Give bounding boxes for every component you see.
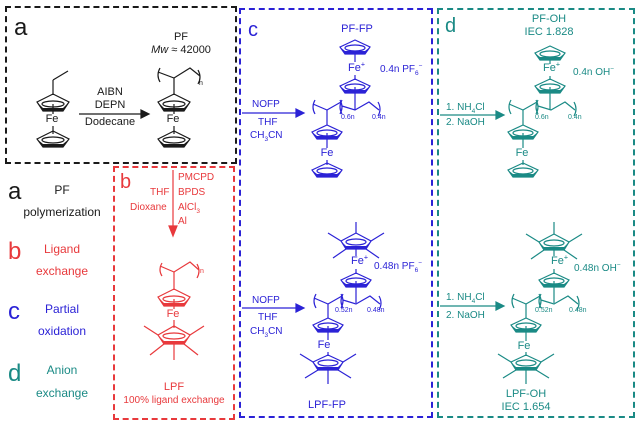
panel-c-top-reagent-2: THF: [258, 117, 278, 128]
panel-b-reagent-right-4: Al: [178, 216, 187, 227]
panel-d-top-reagent-1: 1. NH4Cl: [446, 102, 485, 115]
panel-d-top-fe: Fe: [515, 147, 529, 159]
panel-b-repeat-n: n: [200, 268, 204, 275]
legend-a-line2: polymerization: [23, 205, 101, 219]
panel-c-top-reagent-1: NOFP: [252, 99, 280, 110]
panel-c-bottom-fraction-2: 0.48n: [367, 307, 385, 314]
panel-d-letter: d: [445, 15, 457, 37]
legend-b-line2: exchange: [35, 264, 89, 278]
legend-letter-b: b: [8, 238, 22, 265]
panel-c-letter: c: [248, 19, 258, 41]
panel-d-top-fraction-1: 0.6n: [535, 114, 549, 121]
mw-value: ≈ 42000: [171, 44, 211, 56]
panel-d-top-counterion: 0.4n OH−: [573, 65, 615, 78]
panel-c-top-reagent-3: CH3CN: [250, 130, 283, 143]
panel-a-product-name: PF: [173, 31, 189, 43]
panel-d-bottom-reagent-1: 1. NH4Cl: [446, 292, 485, 305]
lpf-oh-molecule: [497, 222, 583, 384]
panel-c-bottom-fe-plus: Fe+: [351, 253, 369, 267]
panel-a-box: [5, 6, 237, 164]
panel-c-box: [239, 8, 433, 418]
panel-b-fe: Fe: [166, 308, 180, 320]
panel-d-top-fe-plus: Fe+: [543, 60, 561, 74]
pf-oh-molecule: [507, 45, 577, 178]
panel-c-top-counterion: 0.4n PF6−: [380, 62, 423, 77]
panel-a-letter: a: [14, 14, 28, 41]
mw-label: Mw: [151, 44, 169, 56]
panel-c-bottom-reagent-2: THF: [258, 312, 278, 323]
panel-a-fe-left: Fe: [45, 113, 59, 125]
panel-d-bottom-counterion: 0.48n OH−: [574, 261, 621, 274]
panel-d-top-reagent-2: 2. NaOH: [446, 117, 485, 128]
panel-c-top-fraction-1: 0.6n: [341, 114, 355, 121]
panel-c-top-fe-plus: Fe+: [348, 60, 366, 74]
panel-b-reagent-right-2: BPDS: [178, 187, 206, 198]
panel-d-bottom-product: LPF-OH: [505, 388, 547, 400]
legend-b-line1: Ligand: [43, 242, 81, 256]
panel-c-top-fe: Fe: [320, 147, 334, 159]
legend-d-line2: exchange: [35, 386, 89, 400]
panel-a-reagent-2: DEPN: [94, 99, 126, 111]
panel-a-reagent-3: Dodecane: [84, 116, 136, 128]
legend-d-line1: Anion: [46, 363, 78, 377]
panel-d-box: [437, 8, 635, 418]
panel-c-bottom-fe: Fe: [317, 339, 331, 351]
panel-c-bottom-fraction-1: 0.52n: [335, 307, 353, 314]
panel-b-letter: b: [120, 171, 132, 193]
legend-c-line1: Partial: [44, 302, 80, 316]
panel-b-box: [113, 166, 235, 420]
panel-a-fe-right: Fe: [166, 113, 180, 125]
legend-a-line1: PF: [54, 183, 70, 197]
panel-d-bottom-iec: IEC 1.654: [501, 401, 551, 413]
legend-letter-a: a: [8, 178, 22, 205]
panel-d-bottom-fraction-1: 0.52n: [535, 307, 553, 314]
panel-d-top-fraction-2: 0.4n: [568, 114, 582, 121]
panel-d-bottom-fe: Fe: [517, 340, 531, 352]
panel-b-reagent-right-3: AlCl3: [178, 202, 200, 215]
panel-d-top-iec: IEC 1.828: [524, 26, 574, 38]
panel-c-top-product: PF-FP: [341, 23, 373, 35]
panel-a-repeat-n: n: [199, 80, 203, 87]
panel-b-product-name: LPF: [163, 381, 185, 393]
panel-a-mw: Mw ≈ 42000: [151, 45, 211, 56]
panel-b-reagent-left-2: Dioxane: [130, 202, 167, 213]
panel-c-bottom-product: LPF-FP: [308, 399, 346, 411]
panel-c-top-fraction-2: 0.4n: [372, 114, 386, 121]
panel-b-product-note: 100% ligand exchange: [123, 395, 225, 406]
panel-d-bottom-reagent-2: 2. NaOH: [446, 310, 485, 321]
legend-c-line2: oxidation: [37, 324, 87, 338]
legend-letter-c: c: [8, 298, 20, 325]
panel-d-top-product: PF-OH: [531, 13, 567, 25]
panel-b-reagent-left-1: THF: [150, 187, 170, 198]
panel-d-bottom-fraction-2: 0.48n: [569, 307, 587, 314]
panel-a-reagent-1: AIBN: [97, 86, 123, 98]
panel-c-bottom-counterion: 0.48n PF6−: [374, 259, 423, 274]
panel-c-bottom-reagent-1: NOFP: [252, 295, 280, 306]
legend-letter-d: d: [8, 360, 22, 387]
panel-b-reagent-right-1: PMCPD: [178, 172, 215, 183]
panel-c-bottom-reagent-3: CH3CN: [250, 326, 283, 339]
panel-d-bottom-fe-plus: Fe+: [551, 253, 569, 267]
